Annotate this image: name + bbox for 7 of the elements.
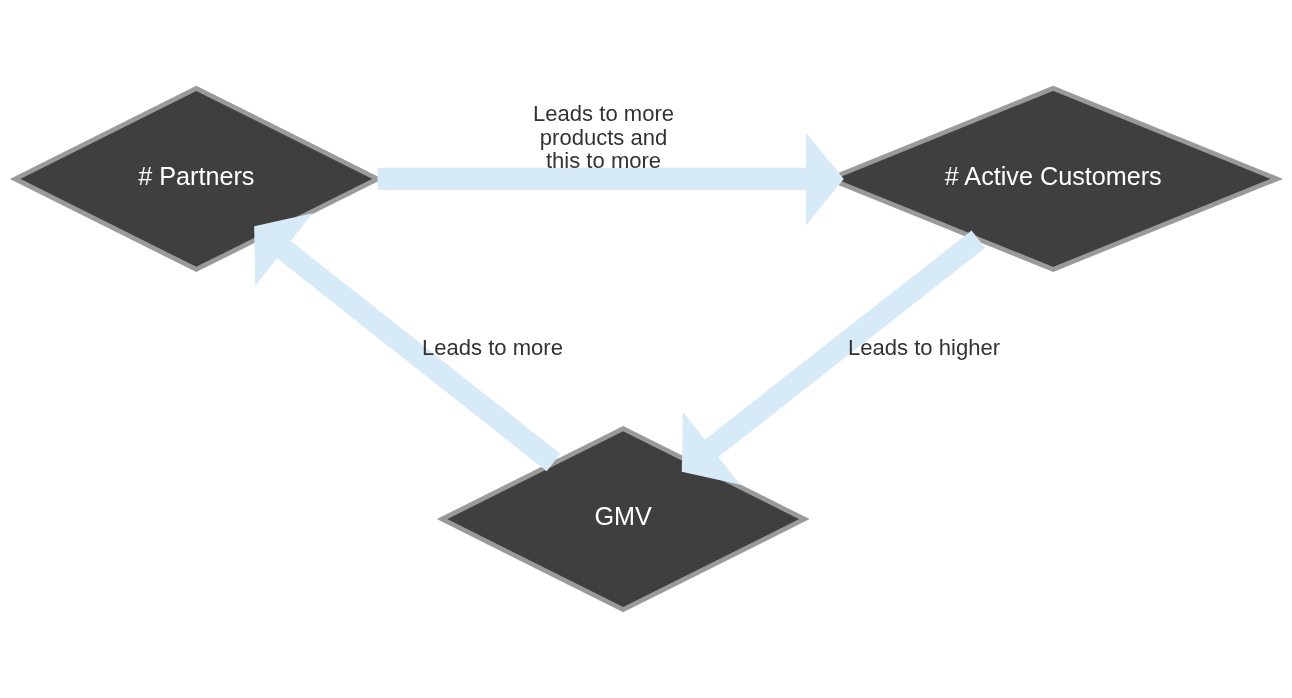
- edge-label: Leads to more products and this to more: [533, 100, 674, 174]
- arrow: [681, 230, 986, 485]
- edge-label: Leads to more: [421, 334, 563, 360]
- node-diamond: GMV: [436, 425, 810, 613]
- edge-label: Leads to higher: [848, 334, 1001, 360]
- arrow: [377, 132, 844, 226]
- arrow: [254, 213, 561, 472]
